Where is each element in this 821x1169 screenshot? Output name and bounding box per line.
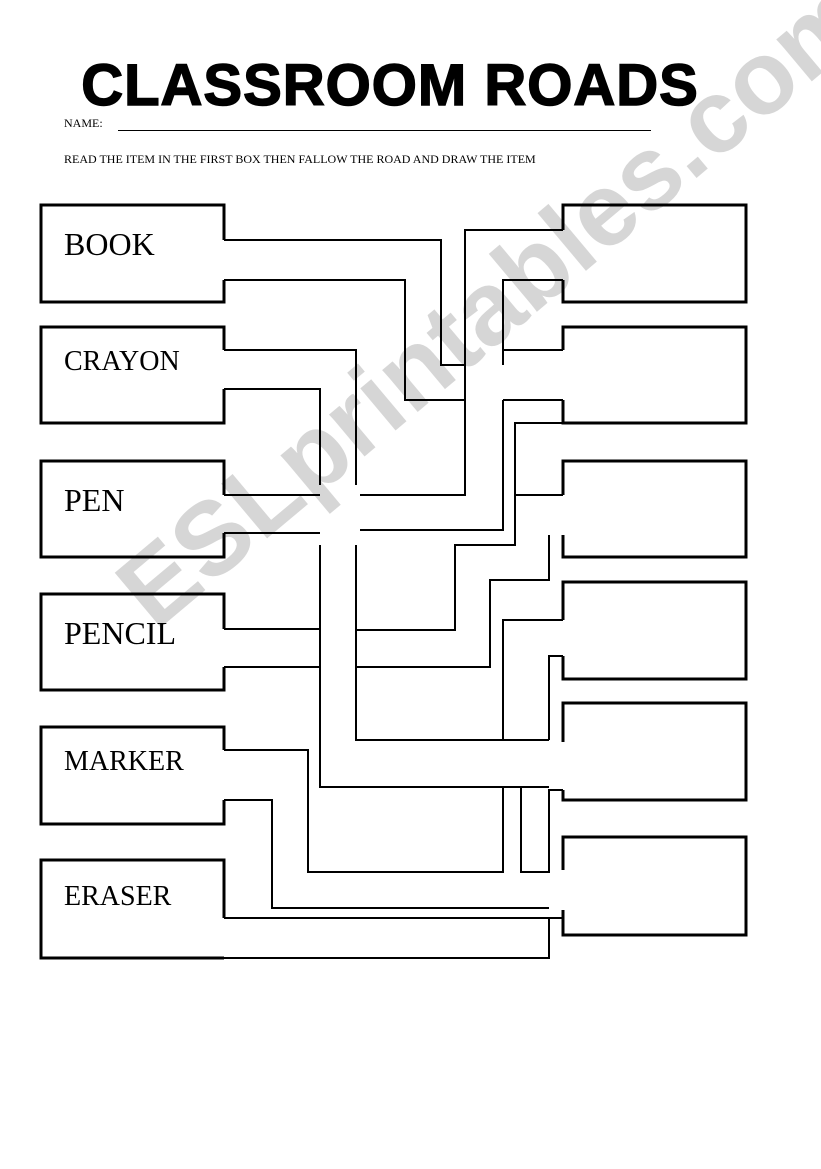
road-segment xyxy=(224,239,465,366)
draw-box-6 xyxy=(561,835,748,937)
item-label-eraser: ERASER xyxy=(64,881,172,912)
item-box-pen xyxy=(39,459,226,559)
item-label-marker: MARKER xyxy=(64,746,184,777)
name-field-line[interactable] xyxy=(118,130,651,131)
item-label-book: BOOK xyxy=(64,226,155,262)
item-box-marker xyxy=(39,725,226,826)
road-segment xyxy=(356,422,563,631)
road-segment xyxy=(548,655,563,740)
item-box-book xyxy=(39,203,226,304)
draw-box-1 xyxy=(561,203,748,304)
road-segment xyxy=(520,787,563,873)
road-segment xyxy=(502,279,563,365)
road-segment xyxy=(502,619,563,740)
item-box-crayon xyxy=(39,325,226,425)
item-box-pencil xyxy=(39,592,226,692)
instructions-text: READ THE ITEM IN THE FIRST BOX THEN FALL… xyxy=(64,152,536,166)
road-segment xyxy=(319,545,549,788)
road-segment xyxy=(360,229,563,496)
road-segment xyxy=(356,535,550,668)
item-label-pen: PEN xyxy=(64,482,125,518)
draw-box-2 xyxy=(561,325,748,425)
road-segment xyxy=(224,388,321,485)
road-segment xyxy=(224,349,357,485)
draw-box-5 xyxy=(561,701,748,802)
item-label-crayon: CRAYON xyxy=(64,346,180,377)
page-title: CLASSROOM ROADS xyxy=(80,52,699,119)
draw-box-4 xyxy=(561,580,748,681)
road-segment xyxy=(224,749,504,873)
item-label-pencil: PENCIL xyxy=(64,615,176,651)
item-box-eraser xyxy=(39,858,226,960)
name-label: NAME: xyxy=(64,116,103,130)
road-segment xyxy=(224,279,465,401)
road-segment xyxy=(224,918,550,959)
road-segment xyxy=(355,545,549,741)
road-segment xyxy=(360,400,504,531)
road-segment xyxy=(224,799,549,909)
draw-box-3 xyxy=(561,459,748,559)
